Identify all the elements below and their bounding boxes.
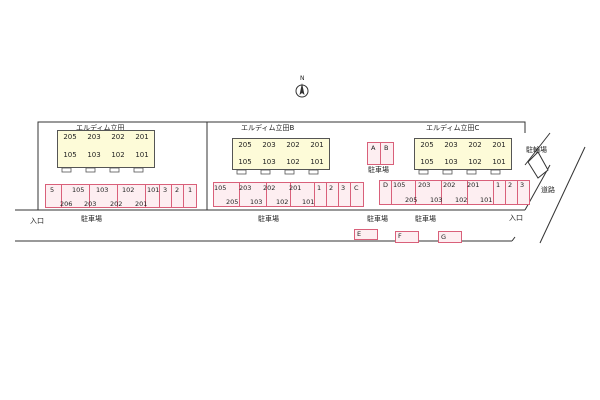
- parking-label: 2: [508, 181, 513, 189]
- parking-area-label: 駐車場: [368, 166, 389, 174]
- site-boundary: [37, 121, 526, 210]
- parking-label: 105: [214, 184, 227, 192]
- parking-label: 1: [188, 186, 193, 194]
- unit-label: 205: [238, 141, 252, 149]
- unit-label: 203: [87, 133, 101, 141]
- parking-label: 201: [135, 200, 148, 208]
- parking-label: E: [357, 230, 362, 238]
- building-a: 205 203 202 201 105 103 102 101: [57, 130, 155, 168]
- parking-label: 101: [147, 186, 160, 194]
- parking-label: 201: [289, 184, 302, 192]
- parking-label: G: [441, 233, 447, 241]
- entrance-label: 入口: [30, 217, 44, 225]
- unit-label: 102: [286, 158, 300, 166]
- unit-label: 202: [468, 141, 482, 149]
- building-c: 205 203 202 201 105 103 102 101: [414, 138, 512, 170]
- compass-letter: N: [300, 75, 305, 82]
- parking-label: C: [354, 184, 359, 192]
- parking-label: 2: [329, 184, 334, 192]
- parking-label: 205: [405, 196, 418, 204]
- bike-parking-label: 駐輪場: [526, 146, 547, 154]
- unit-label: 103: [262, 158, 276, 166]
- parking-label: 101: [302, 198, 315, 206]
- unit-label: 102: [111, 151, 125, 159]
- diagonal-road-outer: [524, 132, 551, 166]
- parking-label: 202: [263, 184, 276, 192]
- road-end-line: [511, 236, 516, 242]
- unit-label: 103: [87, 151, 101, 159]
- unit-label: 101: [135, 151, 149, 159]
- parking-label: 3: [341, 184, 346, 192]
- unit-label: 203: [444, 141, 458, 149]
- north-arrow-icon: [295, 83, 309, 98]
- parking-f: [395, 231, 419, 243]
- unit-label: 203: [262, 141, 276, 149]
- parking-label: 103: [250, 198, 263, 206]
- parking-area-label: 駐車場: [81, 215, 102, 223]
- building-b-name: エルディム立田B: [241, 124, 295, 132]
- parking-area-label: 駐車場: [258, 215, 279, 223]
- parking-label: 101: [480, 196, 493, 204]
- unit-label: 205: [420, 141, 434, 149]
- unit-label: 201: [135, 133, 149, 141]
- unit-label: 202: [111, 133, 125, 141]
- parking-label: 103: [96, 186, 109, 194]
- entrance-label: 入口: [509, 214, 523, 222]
- unit-label: 202: [286, 141, 300, 149]
- parking-label: 105: [72, 186, 85, 194]
- unit-label: 103: [444, 158, 458, 166]
- bike-parking-shape: [527, 151, 549, 179]
- unit-label: 101: [492, 158, 506, 166]
- parking-label: 203: [84, 200, 97, 208]
- unit-label: 105: [238, 158, 252, 166]
- parking-label: 102: [455, 196, 468, 204]
- diagonal-road-right: [539, 146, 586, 244]
- unit-label: 205: [63, 133, 77, 141]
- parking-row-c: [379, 180, 530, 205]
- building-a-name: エルディム立田: [76, 124, 125, 132]
- parking-label: 201: [467, 181, 480, 189]
- building-c-name: エルディム立田C: [426, 124, 480, 132]
- parking-area-label: 駐車場: [367, 215, 388, 223]
- unit-label: 201: [492, 141, 506, 149]
- parking-label: F: [398, 232, 402, 240]
- parking-row-b: [213, 182, 364, 207]
- parking-label: 1: [317, 184, 322, 192]
- parking-label: 102: [276, 198, 289, 206]
- parking-g: [438, 231, 462, 243]
- unit-label: 105: [420, 158, 434, 166]
- unit-label: 201: [310, 141, 324, 149]
- road-label: 道路: [541, 186, 555, 194]
- parking-row-a: [45, 184, 197, 208]
- unit-label: 102: [468, 158, 482, 166]
- parking-label: 102: [122, 186, 135, 194]
- parking-label: 3: [520, 181, 525, 189]
- parking-label: 105: [393, 181, 406, 189]
- parking-label: 202: [443, 181, 456, 189]
- parking-e: [354, 229, 378, 240]
- parking-label: 3: [163, 186, 168, 194]
- parking-label: 2: [175, 186, 180, 194]
- parking-label: A: [371, 144, 376, 152]
- parking-label: 5: [50, 186, 55, 194]
- parking-label: 202: [110, 200, 123, 208]
- parking-label: D: [383, 181, 389, 189]
- unit-label: 101: [310, 158, 324, 166]
- parking-label: 1: [496, 181, 501, 189]
- parking-label: 103: [430, 196, 443, 204]
- parking-label: 203: [239, 184, 252, 192]
- parking-area-label: 駐車場: [415, 215, 436, 223]
- parking-label: 205: [226, 198, 239, 206]
- parking-label: 203: [418, 181, 431, 189]
- unit-label: 105: [63, 151, 77, 159]
- parking-label: 206: [60, 200, 73, 208]
- parking-ab: [367, 142, 394, 165]
- building-b: 205 203 202 201 105 103 102 101: [232, 138, 330, 170]
- parking-label: B: [384, 144, 389, 152]
